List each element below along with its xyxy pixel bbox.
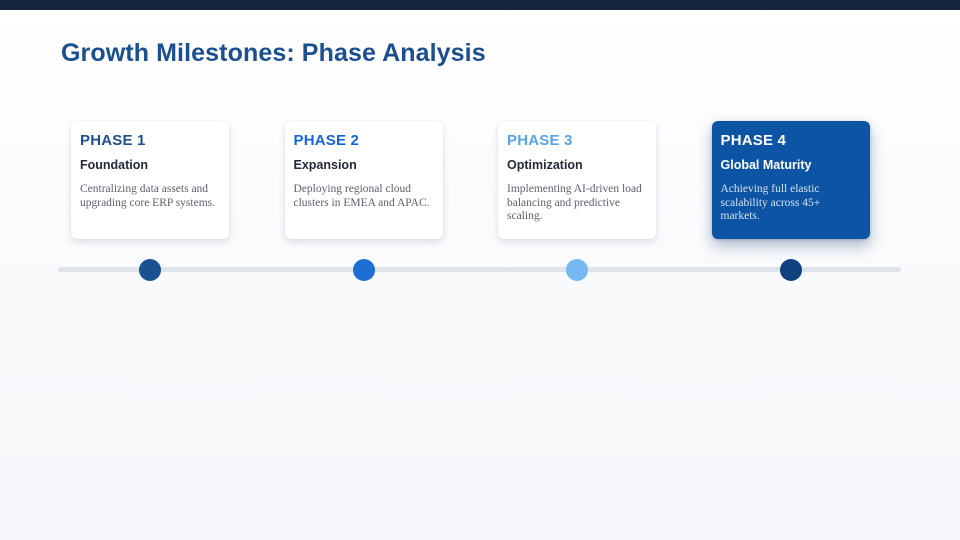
timeline-dot-2 — [352, 259, 375, 281]
phase-subtitle: Global Maturity — [720, 158, 812, 172]
phase-card-4: PHASE 4 Global Maturity Achieving full e… — [711, 121, 870, 239]
timeline-dot-4 — [779, 259, 802, 281]
phase-subtitle: Foundation — [80, 158, 149, 172]
phase-cards-row: PHASE 1 Foundation Centralizing data ass… — [71, 121, 870, 239]
phase-card-3: PHASE 3 Optimization Implementing AI-dri… — [498, 121, 656, 239]
phase-description: Achieving full elastic scalability acros… — [720, 183, 821, 222]
phase-label: PHASE 2 — [293, 132, 360, 149]
phase-description: Deploying regional cloud clusters in EME… — [293, 183, 430, 209]
phase-label: PHASE 3 — [507, 132, 573, 149]
page-title: Growth Milestones: Phase Analysis — [61, 39, 486, 67]
phase-description: Centralizing data assets and upgrading c… — [80, 183, 216, 209]
phase-description: Implementing AI-driven load balancing an… — [507, 183, 642, 222]
timeline-dot-3 — [566, 259, 588, 281]
phase-subtitle: Expansion — [293, 158, 357, 172]
top-accent-bar — [0, 0, 960, 10]
timeline-dot-1 — [139, 259, 161, 281]
phase-card-1: PHASE 1 Foundation Centralizing data ass… — [71, 121, 229, 239]
timeline-track — [58, 267, 901, 272]
phase-card-2: PHASE 2 Expansion Deploying regional clo… — [284, 121, 443, 239]
phase-label: PHASE 4 — [720, 132, 787, 149]
phase-label: PHASE 1 — [80, 132, 146, 149]
phase-subtitle: Optimization — [507, 158, 583, 172]
